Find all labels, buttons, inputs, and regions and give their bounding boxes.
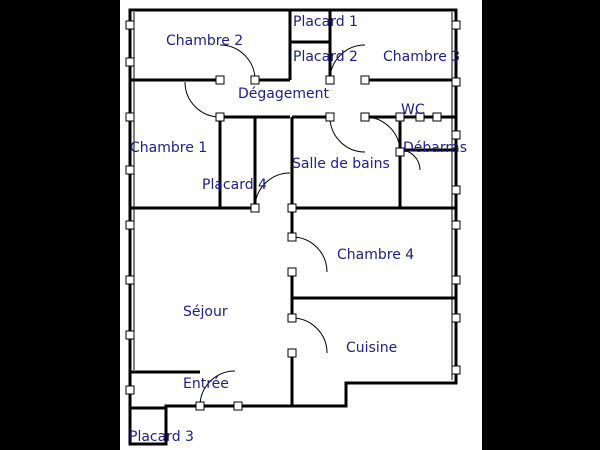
- wall-handle[interactable]: [325, 112, 335, 122]
- wall-handle[interactable]: [451, 313, 461, 323]
- wall-handle[interactable]: [125, 220, 135, 230]
- wall-handle[interactable]: [395, 147, 405, 157]
- wall-handle[interactable]: [125, 330, 135, 340]
- interior-walls: [130, 10, 456, 410]
- wall-handle[interactable]: [451, 20, 461, 30]
- wall-handle[interactable]: [432, 112, 442, 122]
- wall-handle[interactable]: [451, 365, 461, 375]
- wall-handle[interactable]: [360, 112, 370, 122]
- wall-handle[interactable]: [287, 348, 297, 358]
- room-label-sejour: Séjour: [183, 304, 228, 320]
- wall-handle[interactable]: [125, 275, 135, 285]
- wall-handle[interactable]: [287, 313, 297, 323]
- wall-handle[interactable]: [125, 112, 135, 122]
- wall-handle[interactable]: [395, 112, 405, 122]
- room-label-placard2: Placard 2: [293, 49, 358, 65]
- room-label-salle-de-bains: Salle de bains: [292, 156, 390, 172]
- room-label-placard3: Placard 3: [129, 429, 194, 445]
- room-label-cuisine: Cuisine: [346, 340, 397, 356]
- wall-handle[interactable]: [233, 401, 243, 411]
- wall-handle[interactable]: [215, 112, 225, 122]
- room-label-chambre4: Chambre 4: [337, 247, 414, 263]
- wall-handle[interactable]: [325, 75, 335, 85]
- room-label-placard4: Placard 4: [202, 177, 267, 193]
- wall-handle[interactable]: [415, 112, 425, 122]
- room-label-degagement: Dégagement: [238, 86, 329, 102]
- wall-handle[interactable]: [125, 385, 135, 395]
- wall-handle[interactable]: [451, 220, 461, 230]
- room-label-placard1: Placard 1: [293, 14, 358, 30]
- room-label-debarras: Débarras: [403, 140, 467, 156]
- plan-paper: [120, 0, 482, 450]
- wall-handle[interactable]: [287, 203, 297, 213]
- wall-handle[interactable]: [215, 75, 225, 85]
- room-label-wc: WC: [401, 102, 425, 118]
- wall-handle[interactable]: [195, 401, 205, 411]
- wall-handle[interactable]: [451, 130, 461, 140]
- room-labels: Placard 1 Chambre 2 Placard 2 Chambre 3 …: [129, 14, 467, 445]
- selection-handles: [125, 20, 461, 411]
- room-label-chambre1: Chambre 1: [130, 140, 207, 156]
- wall-handle[interactable]: [451, 275, 461, 285]
- wall-handle[interactable]: [287, 267, 297, 277]
- wall-handle[interactable]: [125, 165, 135, 175]
- wall-handle[interactable]: [360, 75, 370, 85]
- wall-handle[interactable]: [250, 203, 260, 213]
- wall-handle[interactable]: [250, 75, 260, 85]
- wall-handle[interactable]: [451, 185, 461, 195]
- wall-handle[interactable]: [125, 20, 135, 30]
- wall-handle[interactable]: [451, 77, 461, 87]
- wall-handle[interactable]: [125, 57, 135, 67]
- room-label-chambre2: Chambre 2: [166, 33, 243, 49]
- room-label-chambre3: Chambre 3: [383, 49, 460, 65]
- door-swings: [184, 44, 421, 407]
- wall-handle[interactable]: [287, 232, 297, 242]
- room-label-entree: Entrée: [183, 376, 229, 392]
